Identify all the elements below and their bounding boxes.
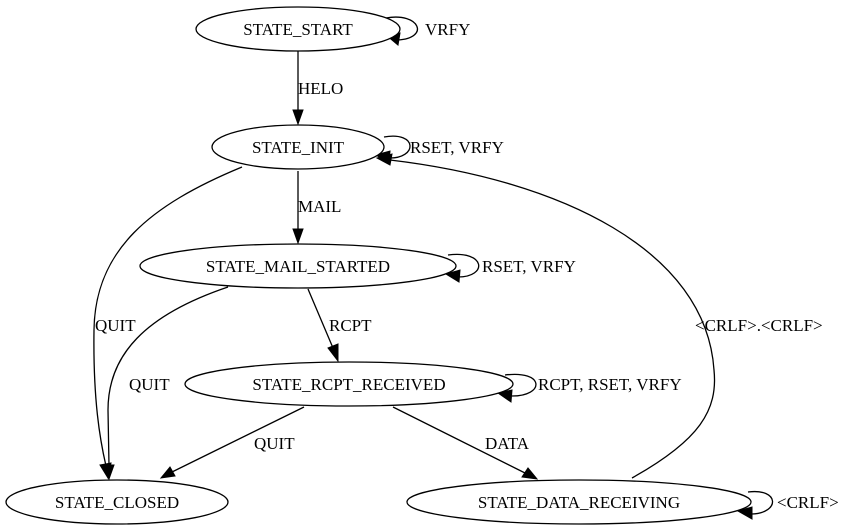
node-state-mail-started: STATE_MAIL_STARTED	[139, 243, 457, 289]
edge-label-start-self: VRFY	[425, 20, 470, 39]
edge-mail-to-closed	[107, 286, 229, 467]
edge-label-mail-to-closed: QUIT	[129, 375, 170, 394]
edge-data-to-init	[389, 159, 716, 479]
arrowhead	[159, 466, 176, 479]
edge-label-start-to-init: HELO	[298, 79, 343, 98]
edge-label-mail-to-rcpt: RCPT	[329, 316, 372, 335]
edge-data-self	[747, 490, 774, 515]
node-label: STATE_RCPT_RECEIVED	[252, 375, 445, 394]
edge-label-rcpt-to-closed: QUIT	[254, 434, 295, 453]
edge-rcpt-self	[504, 373, 537, 397]
edge-start-self	[385, 16, 419, 41]
node-label: STATE_DATA_RECEIVING	[478, 493, 680, 512]
node-label: STATE_INIT	[252, 138, 345, 157]
arrowhead	[375, 153, 393, 166]
node-label: STATE_MAIL_STARTED	[206, 257, 390, 276]
node-state-data-receiving: STATE_DATA_RECEIVING	[406, 479, 752, 525]
arrowhead	[292, 109, 304, 126]
edge-label-init-to-closed: QUIT	[95, 316, 136, 335]
edge-init-to-closed	[93, 166, 243, 467]
arrowhead	[292, 228, 304, 245]
edge-label-data-to-init: <CRLF>.<CRLF>	[695, 316, 823, 335]
edge-label-rcpt-self: RCPT, RSET, VRFY	[538, 375, 682, 394]
node-label: STATE_CLOSED	[55, 493, 179, 512]
edge-label-rcpt-to-data: DATA	[485, 434, 530, 453]
node-state-start: STATE_START	[195, 6, 401, 52]
node-label: STATE_START	[243, 20, 353, 39]
arrowhead	[103, 464, 115, 481]
arrowhead	[521, 467, 539, 480]
arrowhead	[327, 343, 339, 363]
node-state-closed: STATE_CLOSED	[5, 479, 229, 525]
node-state-init: STATE_INIT	[211, 124, 385, 170]
edge-mail-to-rcpt	[307, 288, 334, 349]
edge-rcpt-to-data	[392, 406, 526, 474]
edge-mail-self	[447, 253, 480, 278]
node-state-rcpt-received: STATE_RCPT_RECEIVED	[184, 361, 514, 407]
edge-init-self	[383, 135, 411, 159]
edge-label-init-self: RSET, VRFY	[410, 138, 504, 157]
edge-label-init-to-mail: MAIL	[298, 197, 341, 216]
edge-rcpt-to-closed	[171, 406, 305, 473]
edge-label-data-self: <CRLF>	[777, 493, 839, 512]
edge-label-mail-self: RSET, VRFY	[482, 257, 576, 276]
